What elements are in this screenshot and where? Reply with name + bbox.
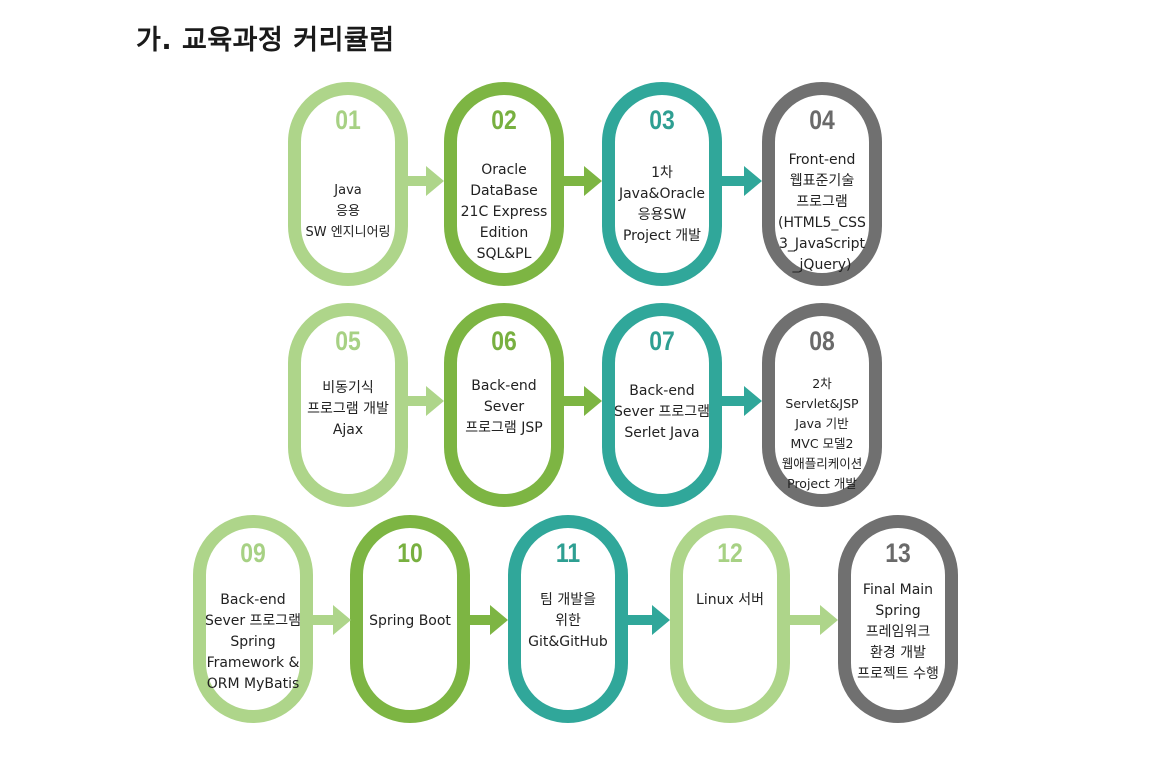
step-02-card: 02 Oracle DataBase 21C Express Edition S…: [444, 82, 564, 286]
step-text-line: Back-end: [629, 383, 695, 399]
step-text-line: Servlet&JSP: [785, 396, 859, 411]
step-text-line: MVC 모델2: [790, 436, 854, 451]
step-text-line: Back-end: [220, 592, 286, 608]
step-number: 02: [491, 105, 517, 135]
arrow-right-icon: [778, 605, 838, 635]
step-text-line: Back-end: [471, 378, 537, 394]
step-number: 09: [240, 538, 266, 568]
step-text-line: 팀 개발을: [540, 592, 596, 608]
step-01-card: 01 Java 응용 SW 엔지니어링: [288, 82, 408, 286]
step-text-line: Edition: [479, 225, 529, 241]
step-number: 05: [335, 326, 361, 356]
step-number: 03: [649, 105, 675, 135]
step-text-line: Final Main: [862, 582, 934, 598]
step-text-line: 응용: [336, 204, 360, 219]
step-number: 04: [809, 105, 835, 135]
step-number: 01: [335, 105, 361, 135]
step-13-card: 13 Final Main Spring 프레임워크 환경 개발 프로젝트 수행: [838, 515, 958, 723]
step-number: 10: [397, 538, 423, 568]
step-text-line: 웹애플리케이션: [781, 456, 863, 471]
step-text-line: Sever 프로그램: [204, 613, 302, 629]
arrow-right-icon: [396, 386, 444, 416]
step-10-card: 10 Spring Boot: [350, 515, 470, 723]
step-text-line: Framework &: [206, 655, 300, 671]
step-number: 13: [885, 538, 911, 568]
step-text-line: Java 기반: [795, 416, 849, 431]
step-12-card: 12 Linux 서버: [670, 515, 790, 723]
arrow-right-icon: [552, 166, 602, 196]
arrow-right-icon: [396, 166, 444, 196]
step-text-line: Project 개발: [622, 228, 702, 244]
step-08-card: 08 2차 Servlet&JSP Java 기반 MVC 모델2 웹애플리케이…: [762, 303, 882, 507]
step-text-line: Serlet Java: [624, 425, 700, 441]
step-text-line: Linux 서버: [696, 592, 764, 608]
step-text-line: Oracle: [481, 162, 527, 178]
step-06-card: 06 Back-end Sever 프로그램 JSP: [444, 303, 564, 507]
step-number: 08: [809, 326, 835, 356]
step-text-line: DataBase: [470, 183, 538, 199]
arrow-right-icon: [301, 605, 351, 635]
step-text-line: Spring: [230, 634, 276, 650]
step-text-line: Java: [334, 183, 362, 198]
step-09-card: 09 Back-end Sever 프로그램 Spring Framework …: [193, 515, 313, 723]
step-number: 12: [717, 538, 743, 568]
step-text-line: Front-end: [788, 152, 856, 168]
step-07-card: 07 Back-end Sever 프로그램 Serlet Java: [602, 303, 722, 507]
step-text-line: Spring Boot: [369, 613, 451, 629]
step-number: 11: [555, 538, 581, 568]
step-text-line: 비동기식: [322, 380, 374, 396]
step-text-line: Sever 프로그램: [613, 404, 711, 420]
step-number: 07: [649, 326, 675, 356]
arrow-right-icon: [710, 166, 762, 196]
step-text-line: SW 엔지니어링: [305, 225, 391, 240]
step-text-line: Sever: [483, 399, 525, 415]
step-text-line: Git&GitHub: [528, 634, 608, 650]
step-text-line: 프로젝트 수행: [857, 666, 939, 682]
step-text-line: Spring: [875, 603, 921, 619]
step-text-line: 웹표준기술: [789, 173, 855, 189]
step-text-line: Project 개발: [787, 476, 857, 491]
step-text-line: 1차: [651, 165, 673, 181]
step-text-line: 응용SW: [637, 207, 687, 223]
step-text-line: 21C Express: [460, 204, 548, 220]
step-text-line: Ajax: [332, 422, 364, 438]
page-title: 가. 교육과정 커리큘럼: [136, 25, 395, 56]
arrow-right-icon: [616, 605, 670, 635]
step-text-line: SQL&PL: [476, 246, 532, 262]
step-11-card: 11 팀 개발을 위한 Git&GitHub: [508, 515, 628, 723]
step-text-line: 3_JavaScript: [778, 236, 866, 252]
step-03-card: 03 1차 Java&Oracle 응용SW Project 개발: [602, 82, 722, 286]
step-text-line: (HTML5_CSS: [778, 215, 866, 231]
step-text-line: Java&Oracle: [618, 186, 706, 202]
step-04-card: 04 Front-end 웹표준기술 프로그램 (HTML5_CSS 3_Jav…: [762, 82, 882, 286]
step-text-line: _jQuery): [792, 257, 852, 273]
step-text-line: ORM MyBatis: [206, 676, 300, 692]
step-text-line: 환경 개발: [870, 645, 926, 661]
step-text-line: 프레임워크: [865, 624, 931, 640]
arrow-right-icon: [552, 386, 602, 416]
step-number: 06: [491, 326, 517, 356]
arrow-right-icon: [458, 605, 508, 635]
step-text-line: 프로그램 JSP: [465, 420, 543, 436]
step-text-line: 프로그램 개발: [307, 401, 389, 417]
arrow-right-icon: [710, 386, 762, 416]
step-text-line: 위한: [555, 613, 581, 629]
step-text-line: 2차: [812, 376, 832, 391]
step-text-line: 프로그램: [796, 194, 848, 210]
step-05-card: 05 비동기식 프로그램 개발 Ajax: [288, 303, 408, 507]
